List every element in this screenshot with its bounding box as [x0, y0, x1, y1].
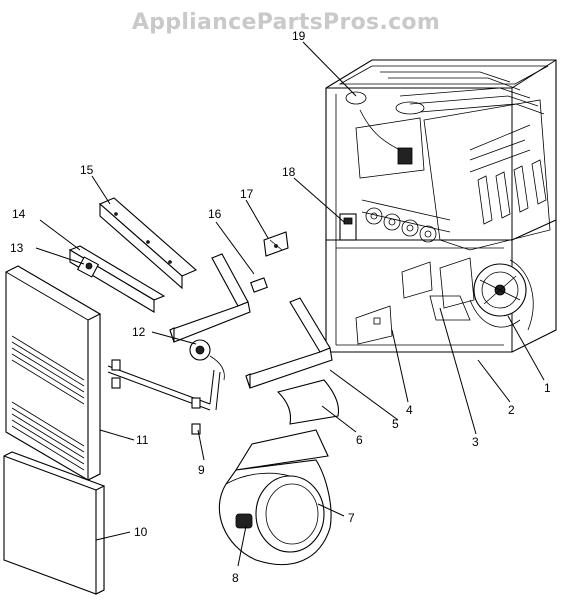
part-11-upper-door — [5, 265, 101, 481]
part-16-bracket — [169, 253, 268, 343]
part-17-clip — [263, 231, 289, 257]
callout-16: 16 — [208, 207, 222, 221]
callout-3: 3 — [472, 435, 479, 449]
part-15-top-panel — [98, 197, 198, 290]
inducer-fan — [469, 259, 534, 331]
callout-18: 18 — [282, 165, 296, 179]
part-14-bracket — [68, 245, 166, 313]
callout-2: 2 — [508, 403, 515, 417]
part-12-pressure-switch — [189, 339, 225, 381]
part-7-blower-housing — [218, 429, 332, 566]
part-6-baffle — [276, 379, 340, 425]
callout-11: 11 — [136, 433, 149, 447]
part-5-shelf-bracket — [245, 297, 333, 389]
part-10-lower-door — [3, 451, 105, 595]
callout-10: 10 — [134, 525, 148, 539]
callout-17: 17 — [240, 187, 254, 201]
callout-15: 15 — [80, 163, 94, 177]
part-9-rod — [107, 359, 221, 435]
furnace-cabinet — [325, 59, 557, 353]
watermark-text: AppliancePartsPros.com — [131, 10, 441, 35]
callout-7: 7 — [348, 511, 355, 525]
callout-13: 13 — [10, 241, 24, 255]
callout-1: 1 — [544, 381, 551, 395]
callout-labels: 19 15 14 13 17 16 18 12 1 2 3 4 5 6 7 8 … — [10, 29, 551, 585]
callout-6: 6 — [356, 433, 363, 447]
callout-19: 19 — [292, 29, 306, 43]
callout-12: 12 — [132, 325, 146, 339]
callout-9: 9 — [198, 463, 205, 477]
callout-8: 8 — [232, 571, 239, 585]
callout-14: 14 — [12, 207, 26, 221]
callout-leaders — [35, 41, 545, 567]
callout-4: 4 — [406, 403, 413, 417]
callout-5: 5 — [392, 417, 399, 431]
